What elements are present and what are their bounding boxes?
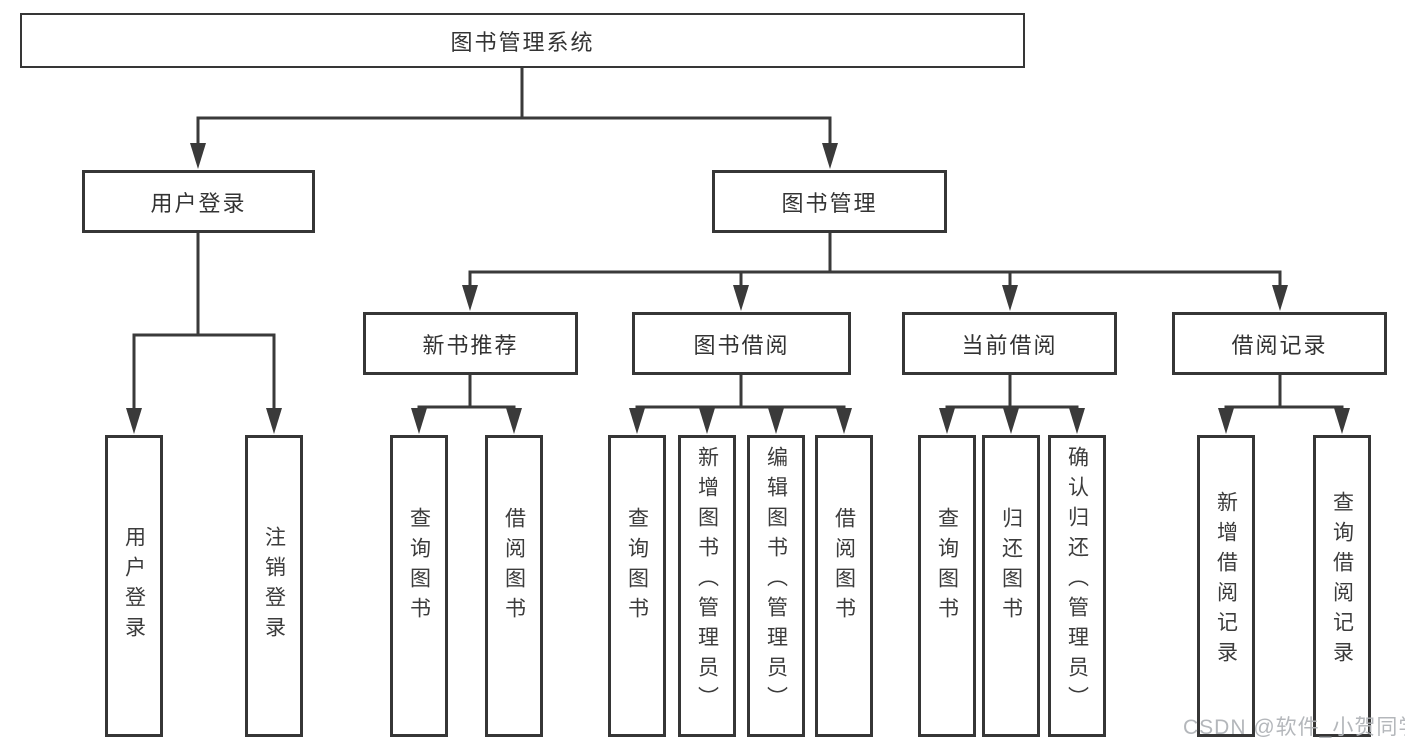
leaf-bb-query-books-label: 查询图书	[625, 507, 649, 627]
node-new-book-recommend: 新书推荐	[363, 312, 578, 375]
leaf-logout-label: 注销登录	[262, 526, 286, 646]
node-current-borrowing-label: 当前借阅	[961, 332, 1058, 358]
leaf-user-login-label: 用户登录	[122, 526, 146, 646]
node-current-borrowing: 当前借阅	[902, 312, 1117, 375]
leaf-br-query-record: 查询借阅记录	[1313, 435, 1371, 737]
node-user-login-label: 用户登录	[150, 190, 247, 216]
leaf-cb-return-books-label: 归还图书	[999, 507, 1023, 627]
leaf-nbr-query-books-label: 查询图书	[407, 507, 431, 627]
leaf-br-add-record-label: 新增借阅记录	[1214, 491, 1238, 671]
node-book-borrowing: 图书借阅	[632, 312, 851, 375]
leaf-bb-add-books-admin: 新增图书（管理员）	[678, 435, 736, 737]
leaf-bb-borrow-books: 借阅图书	[815, 435, 873, 737]
node-book-management-label: 图书管理	[781, 190, 878, 216]
leaf-cb-confirm-return-admin-label: 确认归还（管理员）	[1065, 446, 1089, 716]
leaf-nbr-borrow-books-label: 借阅图书	[502, 507, 526, 627]
node-new-book-recommend-label: 新书推荐	[422, 332, 519, 358]
leaf-bb-add-books-admin-label: 新增图书（管理员）	[695, 446, 719, 716]
node-root-label: 图书管理系统	[450, 29, 595, 55]
leaf-user-login: 用户登录	[105, 435, 163, 737]
leaf-br-query-record-label: 查询借阅记录	[1330, 491, 1354, 671]
node-borrowing-records: 借阅记录	[1172, 312, 1387, 375]
leaf-cb-query-books-label: 查询图书	[935, 507, 959, 627]
leaf-br-add-record: 新增借阅记录	[1197, 435, 1255, 737]
node-user-login-branch: 用户登录	[82, 170, 315, 233]
node-book-borrowing-label: 图书借阅	[693, 332, 790, 358]
leaf-cb-confirm-return-admin: 确认归还（管理员）	[1048, 435, 1106, 737]
leaf-cb-query-books: 查询图书	[918, 435, 976, 737]
node-root-system: 图书管理系统	[20, 13, 1025, 68]
leaf-cb-return-books: 归还图书	[982, 435, 1040, 737]
node-borrowing-records-label: 借阅记录	[1231, 332, 1328, 358]
leaf-logout: 注销登录	[245, 435, 303, 737]
leaf-nbr-borrow-books: 借阅图书	[485, 435, 543, 737]
leaf-bb-borrow-books-label: 借阅图书	[832, 507, 856, 627]
leaf-bb-edit-books-admin: 编辑图书（管理员）	[747, 435, 805, 737]
node-book-management-branch: 图书管理	[712, 170, 947, 233]
arrowheads	[126, 143, 1350, 434]
leaf-nbr-query-books: 查询图书	[390, 435, 448, 737]
leaf-bb-query-books: 查询图书	[608, 435, 666, 737]
csdn-watermark: CSDN @软件_小贺同学	[1183, 716, 1405, 739]
leaf-bb-edit-books-admin-label: 编辑图书（管理员）	[764, 446, 788, 716]
